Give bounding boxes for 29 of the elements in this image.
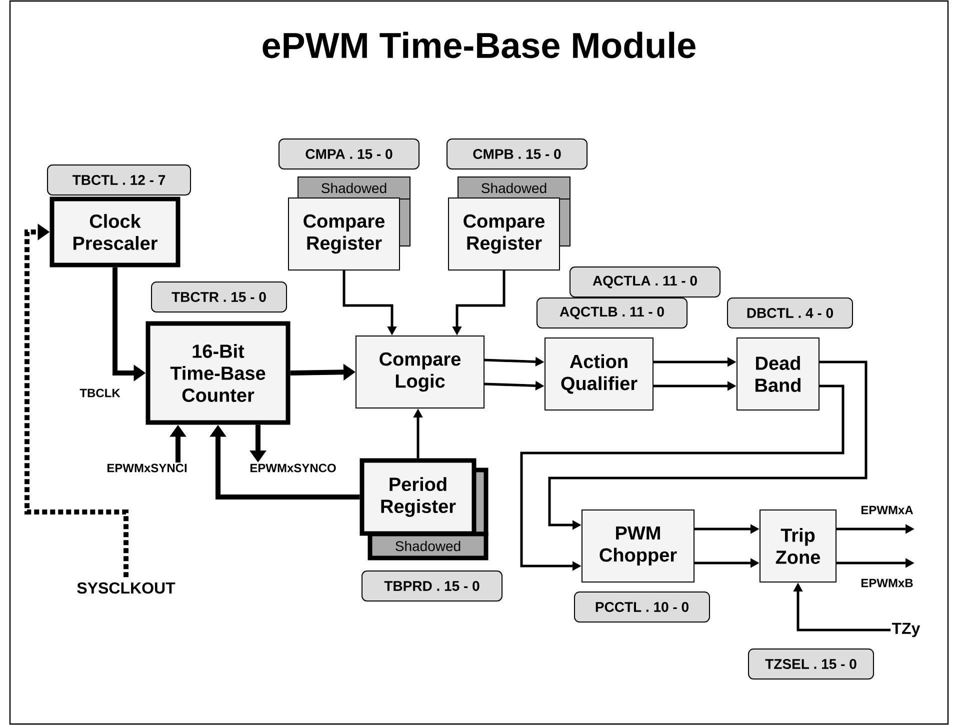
process-box: Compare Register (448, 198, 560, 270)
register-label: TBPRD . 15 - 0 (362, 570, 502, 602)
signal-label: TZy (892, 622, 920, 638)
register-label: DBCTL . 4 - 0 (727, 298, 853, 328)
register-label: TBCTR . 15 - 0 (151, 282, 287, 312)
signal-label: EPWMxB (861, 578, 913, 588)
edge-label: TBCLK (80, 388, 120, 398)
register-label: CMPB . 15 - 0 (446, 138, 588, 170)
process-box: Trip Zone (760, 510, 836, 582)
register-label: TZSEL . 15 - 0 (748, 648, 874, 680)
process-box: Period Register (360, 458, 476, 536)
process-box: Clock Prescaler (50, 196, 180, 268)
process-box: Compare Register (288, 198, 400, 270)
process-box: 16-Bit Time-Base Counter (146, 321, 290, 425)
register-label: TBCTL . 12 - 7 (47, 164, 191, 196)
process-box: Compare Logic (356, 336, 484, 408)
process-box: PWM Chopper (582, 510, 694, 582)
signal-label: EPWMxA (861, 506, 914, 514)
process-box: Dead Band (736, 338, 820, 410)
register-label: PCCTL . 10 - 0 (574, 592, 710, 622)
signal-label: EPWMxSYNCI (107, 464, 187, 472)
dotted-arrow (24, 224, 128, 578)
signal-label: SYSCLKOUT (77, 582, 176, 594)
register-label: CMPA . 15 - 0 (278, 138, 420, 170)
process-box: Action Qualifier (544, 338, 654, 410)
title: ePWM Time-Base Module (262, 32, 696, 58)
signal-label: EPWMxSYNCO (250, 464, 336, 472)
register-label: AQCTLB . 11 - 0 (536, 298, 688, 328)
register-label: AQCTLA . 11 - 0 (570, 266, 720, 298)
